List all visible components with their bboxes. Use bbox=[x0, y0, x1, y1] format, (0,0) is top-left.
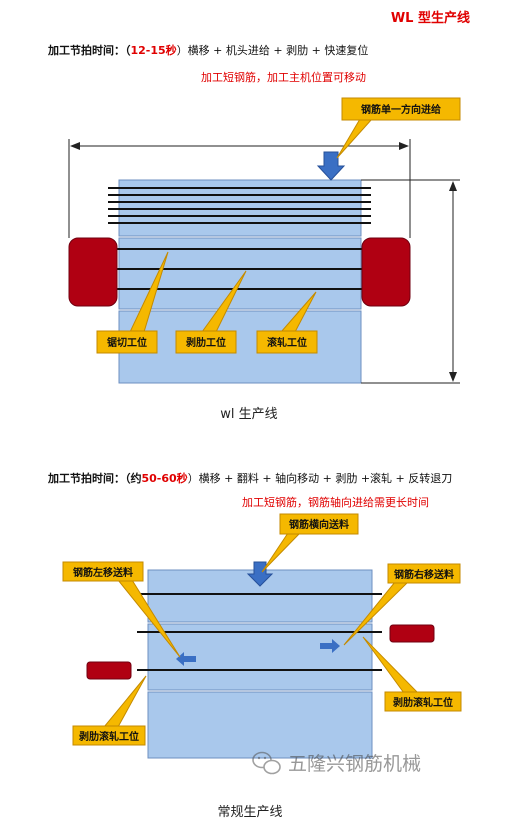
wl-callout-feed-text: 钢筋单一方向进给 bbox=[361, 103, 441, 116]
conv-callout-lateral-text: 钢筋横向送料 bbox=[289, 518, 349, 531]
wl-callout-feed-box bbox=[341, 97, 461, 121]
wl-callout-strip-box bbox=[175, 330, 237, 354]
conv-callout-right-move-text: 钢筋右移送料 bbox=[394, 568, 454, 581]
section1-cycle-rest: ）横移 + 机头进给 + 剥肋 + 快速复位 bbox=[177, 43, 369, 57]
conv-callout-left-move-box bbox=[62, 561, 144, 582]
section1-header: WL 型生产线 bbox=[391, 10, 470, 26]
wl-panel-bottom bbox=[118, 310, 362, 384]
wl-callout-saw-text: 锯切工位 bbox=[107, 336, 147, 349]
conv-rebars bbox=[137, 593, 382, 671]
conv-callout-left-move-text: 钢筋左移送料 bbox=[73, 566, 133, 579]
wl-callout-strip-text: 剥肋工位 bbox=[186, 336, 226, 349]
section1-cycle-label: 加工节拍时间：（ bbox=[47, 43, 131, 57]
conv-callout-right-station-text: 剥肋滚轧工位 bbox=[393, 696, 453, 709]
wl-callout-roll-text: 滚轧工位 bbox=[267, 336, 307, 349]
wechat-logo-icon bbox=[252, 751, 281, 775]
section1-cycle-value: 12-15秒 bbox=[131, 43, 177, 57]
conv-callout-left-station-text: 剥肋滚轧工位 bbox=[79, 730, 139, 743]
conv-panel-bottom bbox=[147, 691, 373, 759]
conv-right-head bbox=[389, 624, 435, 643]
conv-left-head bbox=[86, 661, 132, 680]
wl-rebar-stack bbox=[108, 187, 371, 224]
conv-callout-left-station-pointer bbox=[102, 675, 147, 728]
conv-right-move-arrow-icon bbox=[320, 639, 340, 653]
conv-left-move-arrow-icon bbox=[176, 652, 196, 666]
wechat-watermark: 五隆兴钢筋机械 bbox=[252, 751, 421, 775]
wl-height-dimension bbox=[361, 179, 460, 384]
section2-note: 加工短钢筋，钢筋轴向进给需更长时间 bbox=[242, 495, 429, 509]
wl-right-head bbox=[361, 237, 411, 307]
conv-callout-right-station-box bbox=[384, 691, 462, 712]
section1-cycle-text: 加工节拍时间：（12-15秒）横移 + 机头进给 + 剥肋 + 快速复位 bbox=[47, 43, 368, 57]
watermark-text: 五隆兴钢筋机械 bbox=[288, 753, 421, 775]
wl-callout-feed-pointer bbox=[336, 118, 374, 159]
conv-callout-right-move-box bbox=[387, 563, 461, 584]
section2-cycle-rest: ）横移 + 翻料 + 轴向移动 + 剥肋 +滚轧 + 反转退刀 bbox=[188, 471, 453, 485]
conv-callout-left-station-box bbox=[72, 725, 146, 746]
section1-caption: wl 生产线 bbox=[220, 407, 277, 422]
section2-cycle-text: 加工节拍时间：（约50-60秒）横移 + 翻料 + 轴向移动 + 剥肋 +滚轧 … bbox=[47, 471, 452, 485]
wl-left-head bbox=[68, 237, 118, 307]
conv-callout-lateral-pointer bbox=[261, 532, 302, 573]
section1-note: 加工短钢筋，加工主机位置可移动 bbox=[201, 70, 366, 84]
wl-callout-roll-box bbox=[256, 330, 318, 354]
section2-cycle-value: 50-60秒 bbox=[142, 471, 188, 485]
wl-feed-arrow-icon bbox=[316, 151, 346, 181]
section2-cycle-label: 加工节拍时间：（约 bbox=[47, 471, 142, 485]
wl-callout-saw-box bbox=[96, 330, 158, 354]
conv-callout-lateral-box bbox=[279, 513, 359, 535]
section2-caption: 常规生产线 bbox=[217, 805, 282, 820]
